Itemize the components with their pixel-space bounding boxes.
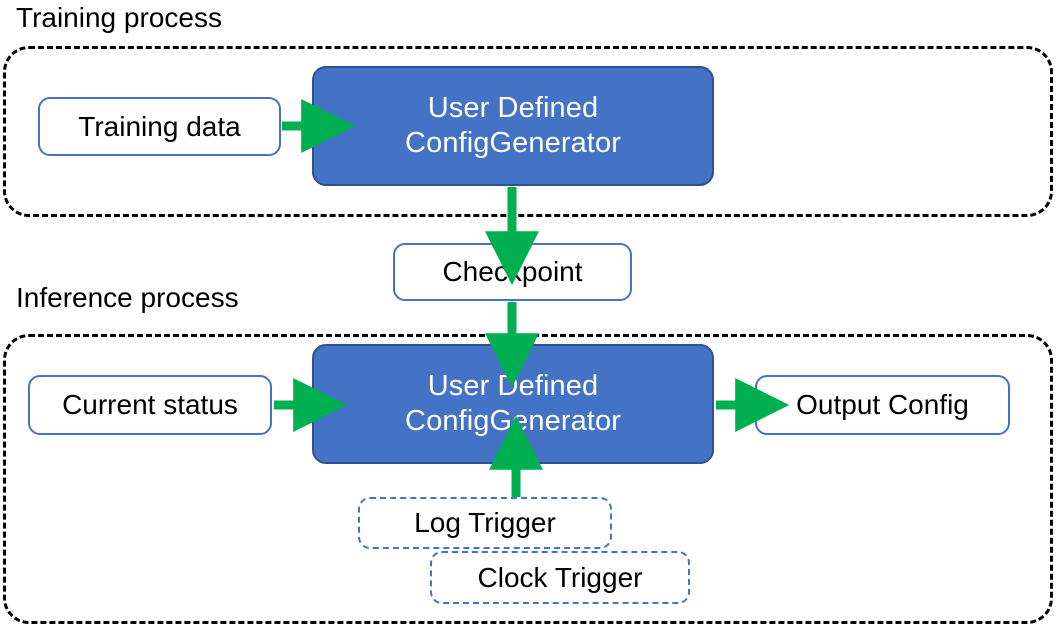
clock-trigger-label: Clock Trigger	[477, 561, 643, 593]
inference-config-generator-line2: ConfigGenerator	[405, 405, 621, 437]
training-data-label: Training data	[78, 110, 241, 142]
output-config-label: Output Config	[796, 389, 969, 420]
checkpoint-box[interactable]: Checkpoint	[393, 243, 632, 301]
clock-trigger-box[interactable]: Clock Trigger	[430, 551, 690, 604]
training-process-label: Training process	[16, 2, 222, 33]
inference-config-generator-label: User Defined ConfigGenerator	[405, 369, 621, 440]
inference-process-label: Inference process	[16, 282, 239, 313]
current-status-box[interactable]: Current status	[28, 375, 272, 435]
training-config-generator-label: User Defined ConfigGenerator	[405, 91, 621, 162]
training-config-generator-line2: ConfigGenerator	[405, 127, 621, 159]
inference-config-generator-box[interactable]: User Defined ConfigGenerator	[312, 344, 714, 464]
current-status-label: Current status	[62, 389, 238, 420]
training-config-generator-line1: User Defined	[427, 91, 599, 124]
inference-config-generator-line1: User Defined	[427, 369, 599, 402]
checkpoint-label: Checkpoint	[442, 256, 583, 287]
output-config-box[interactable]: Output Config	[755, 375, 1010, 435]
training-process-group	[3, 46, 1053, 217]
training-data-box[interactable]: Training data	[38, 97, 281, 156]
log-trigger-box[interactable]	[358, 497, 612, 549]
training-config-generator-box[interactable]: User Defined ConfigGenerator	[312, 66, 714, 186]
